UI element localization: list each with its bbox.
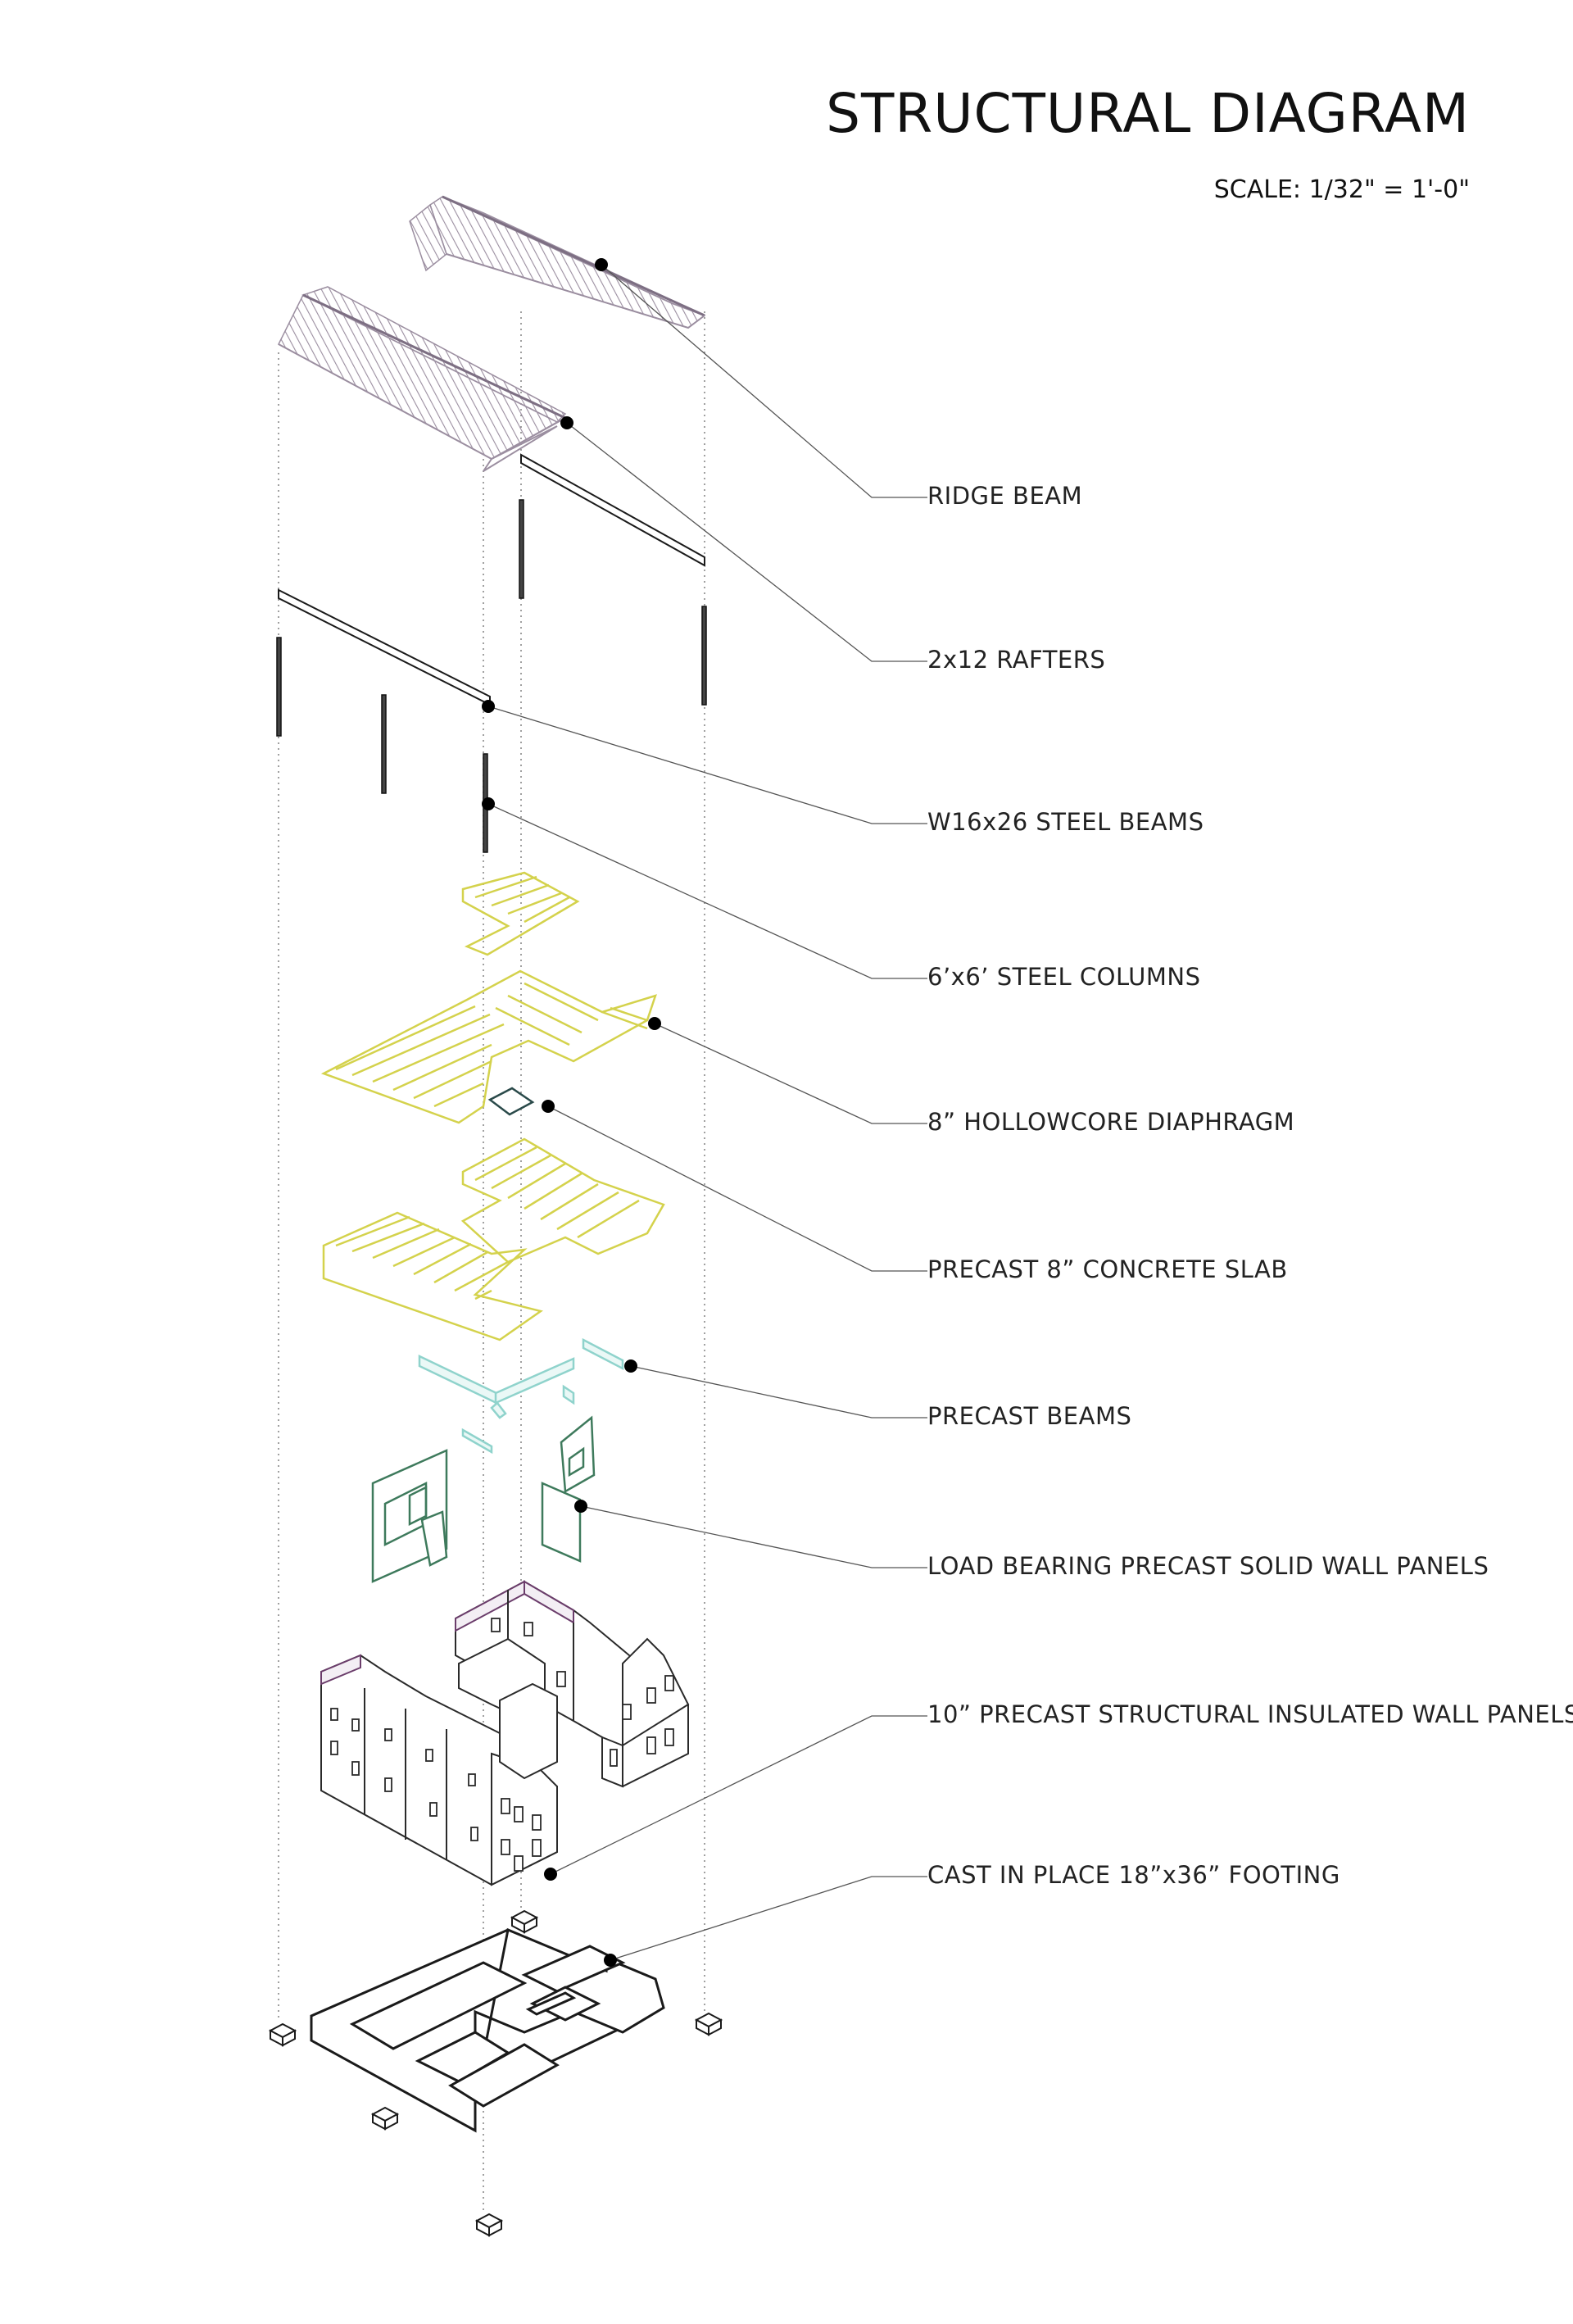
callout-steel-beams: W16x26 STEEL BEAMS: [927, 808, 1204, 836]
callout-ridge-beam: RIDGE BEAM: [927, 482, 1083, 510]
load-bearing-wall-panels: [371, 1415, 596, 1583]
dot-steel-beams: [482, 700, 495, 713]
dot-steel-columns: [482, 797, 495, 810]
leader-lines: [487, 264, 927, 1961]
leader-sip-panels: [550, 1715, 927, 1875]
precast-concrete-slab-lower: [322, 1211, 543, 1341]
callout-steel-columns: 6’x6’ STEEL COLUMNS: [927, 963, 1201, 991]
roof-rafters-front: [278, 286, 567, 472]
leader-wall-panels: [580, 1505, 927, 1568]
leader-ridge-beam: [601, 264, 927, 498]
callout-wall-panels: LOAD BEARING PRECAST SOLID WALL PANELS: [927, 1552, 1489, 1580]
dot-footing: [604, 1954, 617, 1967]
leader-hollowcore: [654, 1023, 927, 1124]
pier-blocks: [268, 1909, 723, 2237]
leader-concrete-slab: [547, 1105, 927, 1272]
alignment-lines: [278, 311, 705, 2213]
page-title: STRUCTURAL DIAGRAM: [826, 82, 1470, 145]
dot-concrete-slab: [542, 1100, 555, 1113]
steel-beams: [278, 453, 705, 706]
leader-steel-beams: [487, 706, 927, 824]
leader-precast-beams: [630, 1365, 927, 1418]
scale-note: SCALE: 1/32" = 1'-0": [1213, 175, 1470, 204]
precast-beams: [418, 1337, 624, 1455]
leader-steel-columns: [487, 803, 927, 979]
dot-ridge-beam: [595, 258, 608, 271]
dot-wall-panels: [574, 1500, 587, 1513]
callout-hollowcore-diaphragm: 8” HOLLOWCORE DIAPHRAGM: [927, 1108, 1295, 1136]
hollowcore-diaphragm-main: [320, 969, 657, 1124]
dot-sip-panels: [544, 1868, 557, 1881]
dot-rafters: [560, 416, 573, 429]
precast-slab-plate: [487, 1087, 535, 1116]
callout-footing: CAST IN PLACE 18”x36” FOOTING: [927, 1861, 1340, 1889]
dot-hollowcore: [648, 1017, 661, 1030]
hollowcore-diaphragm-upper: [461, 871, 580, 956]
callout-sip-wall-panels: 10” PRECAST STRUCTURAL INSULATED WALL PA…: [927, 1700, 1573, 1728]
leader-rafters: [566, 422, 927, 662]
sip-wall-windows: [330, 1618, 674, 1872]
roof-rafters-rear: [409, 195, 706, 329]
callout-concrete-slab: PRECAST 8” CONCRETE SLAB: [927, 1255, 1288, 1283]
leader-dots: [482, 258, 661, 1967]
structural-insulated-wall-panels: [320, 1580, 690, 1886]
dot-precast-beams: [624, 1359, 637, 1373]
footing: [310, 1927, 665, 2133]
leader-footing: [610, 1876, 927, 1961]
precast-concrete-slab-mid: [460, 1137, 665, 1264]
callout-rafters: 2x12 RAFTERS: [927, 646, 1106, 674]
callout-precast-beams: PRECAST BEAMS: [927, 1402, 1132, 1430]
